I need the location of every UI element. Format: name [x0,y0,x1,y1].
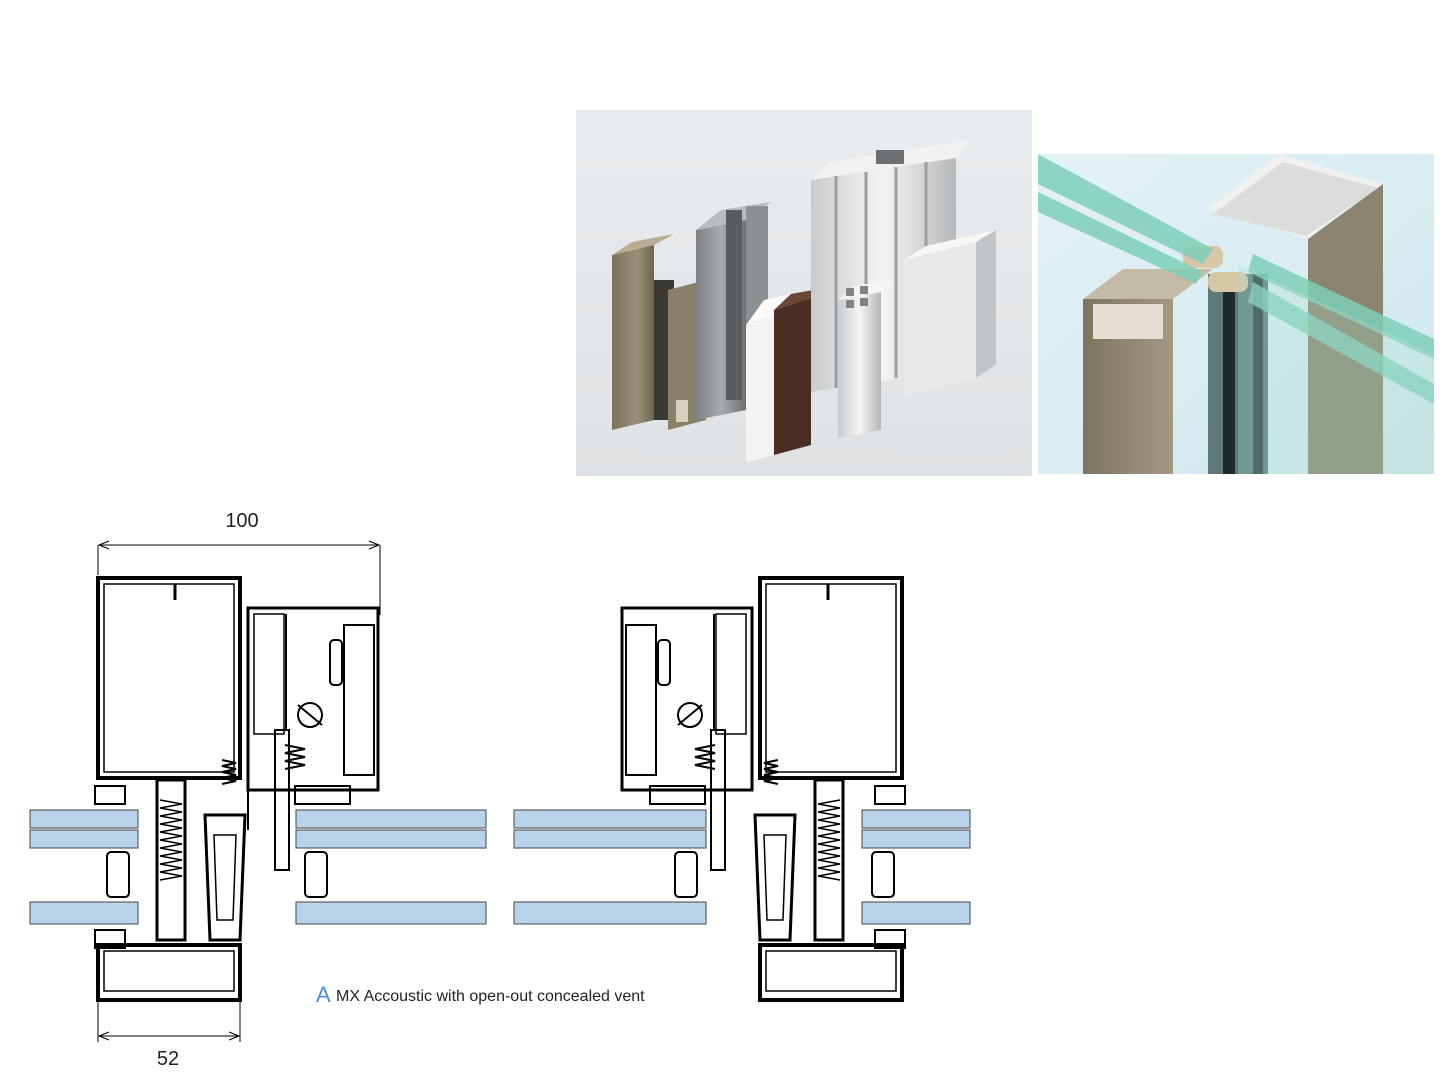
dimension-label-52: 52 [157,1048,179,1070]
curtain-wall-mullion-photo [1038,154,1434,474]
right-glass-unit [862,810,970,924]
left-glass-unit [30,810,138,924]
section-drawing: 100 [0,490,1000,1080]
dimension-mullion-width: 52 [98,1002,240,1070]
caption-marker: A [316,982,331,1007]
right-mullion-section [622,578,905,1000]
caption-text: MX Accoustic with open-out concealed ven… [336,988,645,1005]
aluminium-profiles-photo [576,110,1032,476]
dimension-label-100: 100 [225,510,258,532]
silver-l-profile [904,230,996,396]
caption: A MX Accoustic with open-out concealed v… [316,982,645,1007]
center-right-glass-unit [514,810,706,924]
left-mullion-section [95,578,378,1000]
center-left-glass-unit [296,810,486,924]
